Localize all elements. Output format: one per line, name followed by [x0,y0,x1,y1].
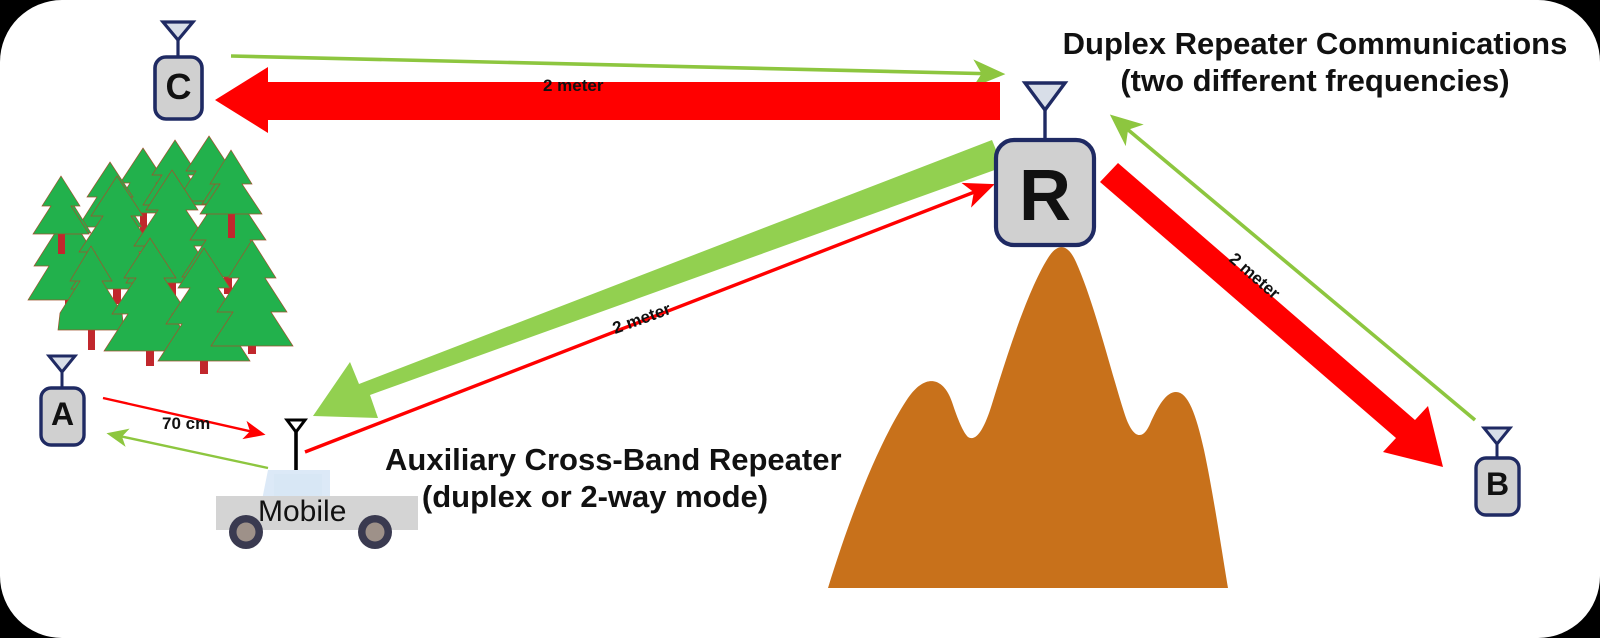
node-b-label: B [1485,466,1510,502]
mobile-label: Mobile [258,495,347,528]
forest-trees [27,135,294,374]
mountain [828,247,1228,588]
node-c[interactable] [153,20,204,121]
arrow-mobile-to-a-green [106,428,269,470]
title-bottom: Auxiliary Cross-Band Repeater (duplex or… [385,442,842,515]
arrow-b-to-r-green [1109,114,1477,422]
mobile-truck [216,418,418,549]
node-r-repeater[interactable] [993,81,1097,248]
arrow-r-to-b-red [1100,163,1443,467]
arrow-r-to-mobile-green [313,140,1003,418]
title-bottom-line2: (duplex or 2-way mode) [421,478,769,514]
arrow-mobile-to-r-red [304,182,995,454]
node-b[interactable] [1474,426,1521,517]
arrow-c-to-r-green [230,54,1006,88]
title-top: Duplex Repeater Communications (two diff… [1035,26,1595,99]
arrow-a-to-mobile-red [102,396,266,440]
title-top-line2: (two different frequencies) [1120,62,1510,98]
label-70cm-a-mobile: 70 cm [162,414,211,433]
node-r-label: R [1019,156,1071,236]
title-top-line1: Duplex Repeater Communications [1062,26,1568,61]
node-a[interactable] [39,354,86,447]
node-c-label: C [165,66,192,107]
arrow-r-to-c-red [215,67,1000,133]
title-bottom-line1: Auxiliary Cross-Band Repeater [385,442,842,477]
label-2meter-c-r: 2 meter [543,76,604,95]
node-a-label: A [50,396,75,432]
